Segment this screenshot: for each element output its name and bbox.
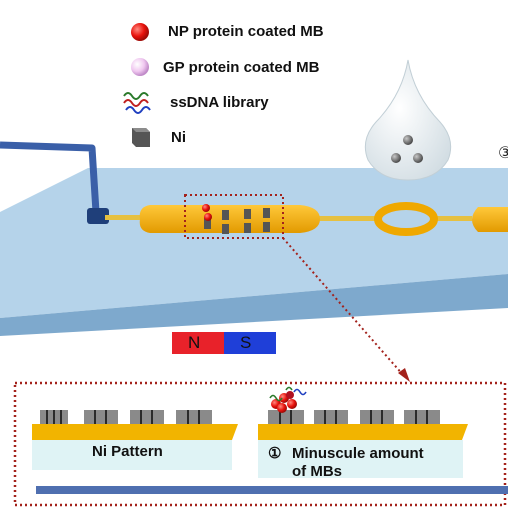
magnet-south-pole xyxy=(224,332,276,354)
mb-amount-label-line2: of MBs xyxy=(292,463,342,480)
sample-droplet xyxy=(364,59,452,181)
step-marker: ① xyxy=(268,445,282,462)
droplet-bead xyxy=(403,135,413,145)
ni-pattern-chamber xyxy=(202,204,270,234)
chip-top-surface xyxy=(0,168,508,318)
zoom-panel-border xyxy=(13,381,507,507)
substrate xyxy=(32,440,232,470)
magnet-north-label: N xyxy=(188,333,201,352)
chip-front-edge xyxy=(0,274,508,336)
mb-capture-panel xyxy=(258,386,468,478)
inlet-tube xyxy=(0,141,109,224)
np-protein-mb-icon xyxy=(131,23,149,41)
mixing-ring xyxy=(374,202,438,236)
magnet-south-label: S xyxy=(240,333,252,352)
legend-gp-label: GP protein coated MB xyxy=(163,59,320,76)
magnet xyxy=(172,332,276,354)
ni-pattern-label: Ni Pattern xyxy=(92,443,163,460)
np-bead xyxy=(204,213,212,221)
legend-ssdna-label: ssDNA library xyxy=(170,94,269,111)
mb-amount-label-line1: Minuscule amount xyxy=(292,445,424,462)
chip xyxy=(0,168,508,336)
droplet-bead xyxy=(413,153,423,163)
magnet-north-pole xyxy=(172,332,224,354)
capture-chamber xyxy=(139,205,320,233)
outlet-chamber xyxy=(472,207,508,232)
captured-mb-cluster xyxy=(269,386,307,413)
gold-layer xyxy=(258,424,468,440)
gp-protein-mb-icon xyxy=(131,58,149,76)
substrate xyxy=(258,440,463,478)
step-marker-cut: ③ xyxy=(498,143,508,162)
ni-blocks-left xyxy=(40,410,212,424)
np-bead xyxy=(202,204,210,212)
zoom-selection-box xyxy=(184,194,284,239)
ni-blocks-right xyxy=(268,410,440,424)
legend xyxy=(123,23,151,147)
ni-block-icon xyxy=(132,128,150,147)
legend-ni-label: Ni xyxy=(171,129,186,146)
gold-layer xyxy=(32,424,238,440)
ni-pattern-panel xyxy=(32,410,238,470)
bottom-bar xyxy=(36,486,508,494)
inlet-port xyxy=(87,208,109,224)
legend-np-label: NP protein coated MB xyxy=(168,23,324,40)
ssdna-library-icon xyxy=(123,92,151,114)
droplet-bead xyxy=(391,153,401,163)
zoom-arrow xyxy=(282,237,410,382)
